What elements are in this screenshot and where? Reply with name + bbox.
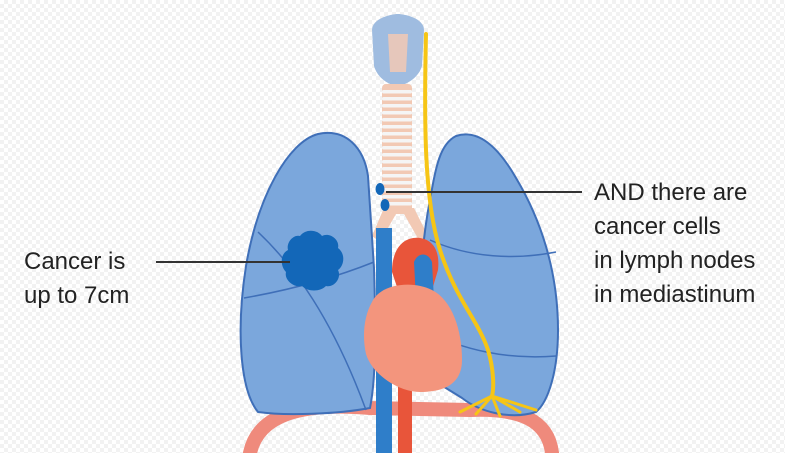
trachea-ring xyxy=(382,125,412,129)
tumour-label-line: up to 7cm xyxy=(24,279,129,313)
trachea-ring xyxy=(382,195,412,199)
trachea-ring xyxy=(382,139,412,143)
tumour xyxy=(282,231,344,291)
trachea-ring xyxy=(382,111,412,115)
lymph-node-label-line: cancer cells xyxy=(594,210,755,244)
trachea-ring xyxy=(382,132,412,136)
lymph-node-label-line: AND there are xyxy=(594,176,755,210)
trachea-ring xyxy=(382,160,412,164)
trachea-ring xyxy=(382,118,412,122)
trachea-ring xyxy=(382,153,412,157)
tumour-size-label: Cancer is up to 7cm xyxy=(24,245,129,313)
trachea xyxy=(382,84,412,214)
lymph-node-label-line: in mediastinum xyxy=(594,278,755,312)
lymph-node xyxy=(376,183,385,195)
trachea-ring xyxy=(382,181,412,185)
lymph-node-label: AND there are cancer cells in lymph node… xyxy=(594,176,755,312)
tumour-label-line: Cancer is xyxy=(24,245,129,279)
lymph-node xyxy=(381,199,390,211)
trachea-ring xyxy=(382,146,412,150)
trachea-ring xyxy=(382,97,412,101)
trachea-ring xyxy=(382,174,412,178)
larynx xyxy=(372,14,424,86)
trachea-ring xyxy=(382,90,412,94)
lymph-node-label-line: in lymph nodes xyxy=(594,244,755,278)
trachea-ring xyxy=(382,167,412,171)
trachea-ring xyxy=(382,104,412,108)
trachea-ring xyxy=(382,188,412,192)
